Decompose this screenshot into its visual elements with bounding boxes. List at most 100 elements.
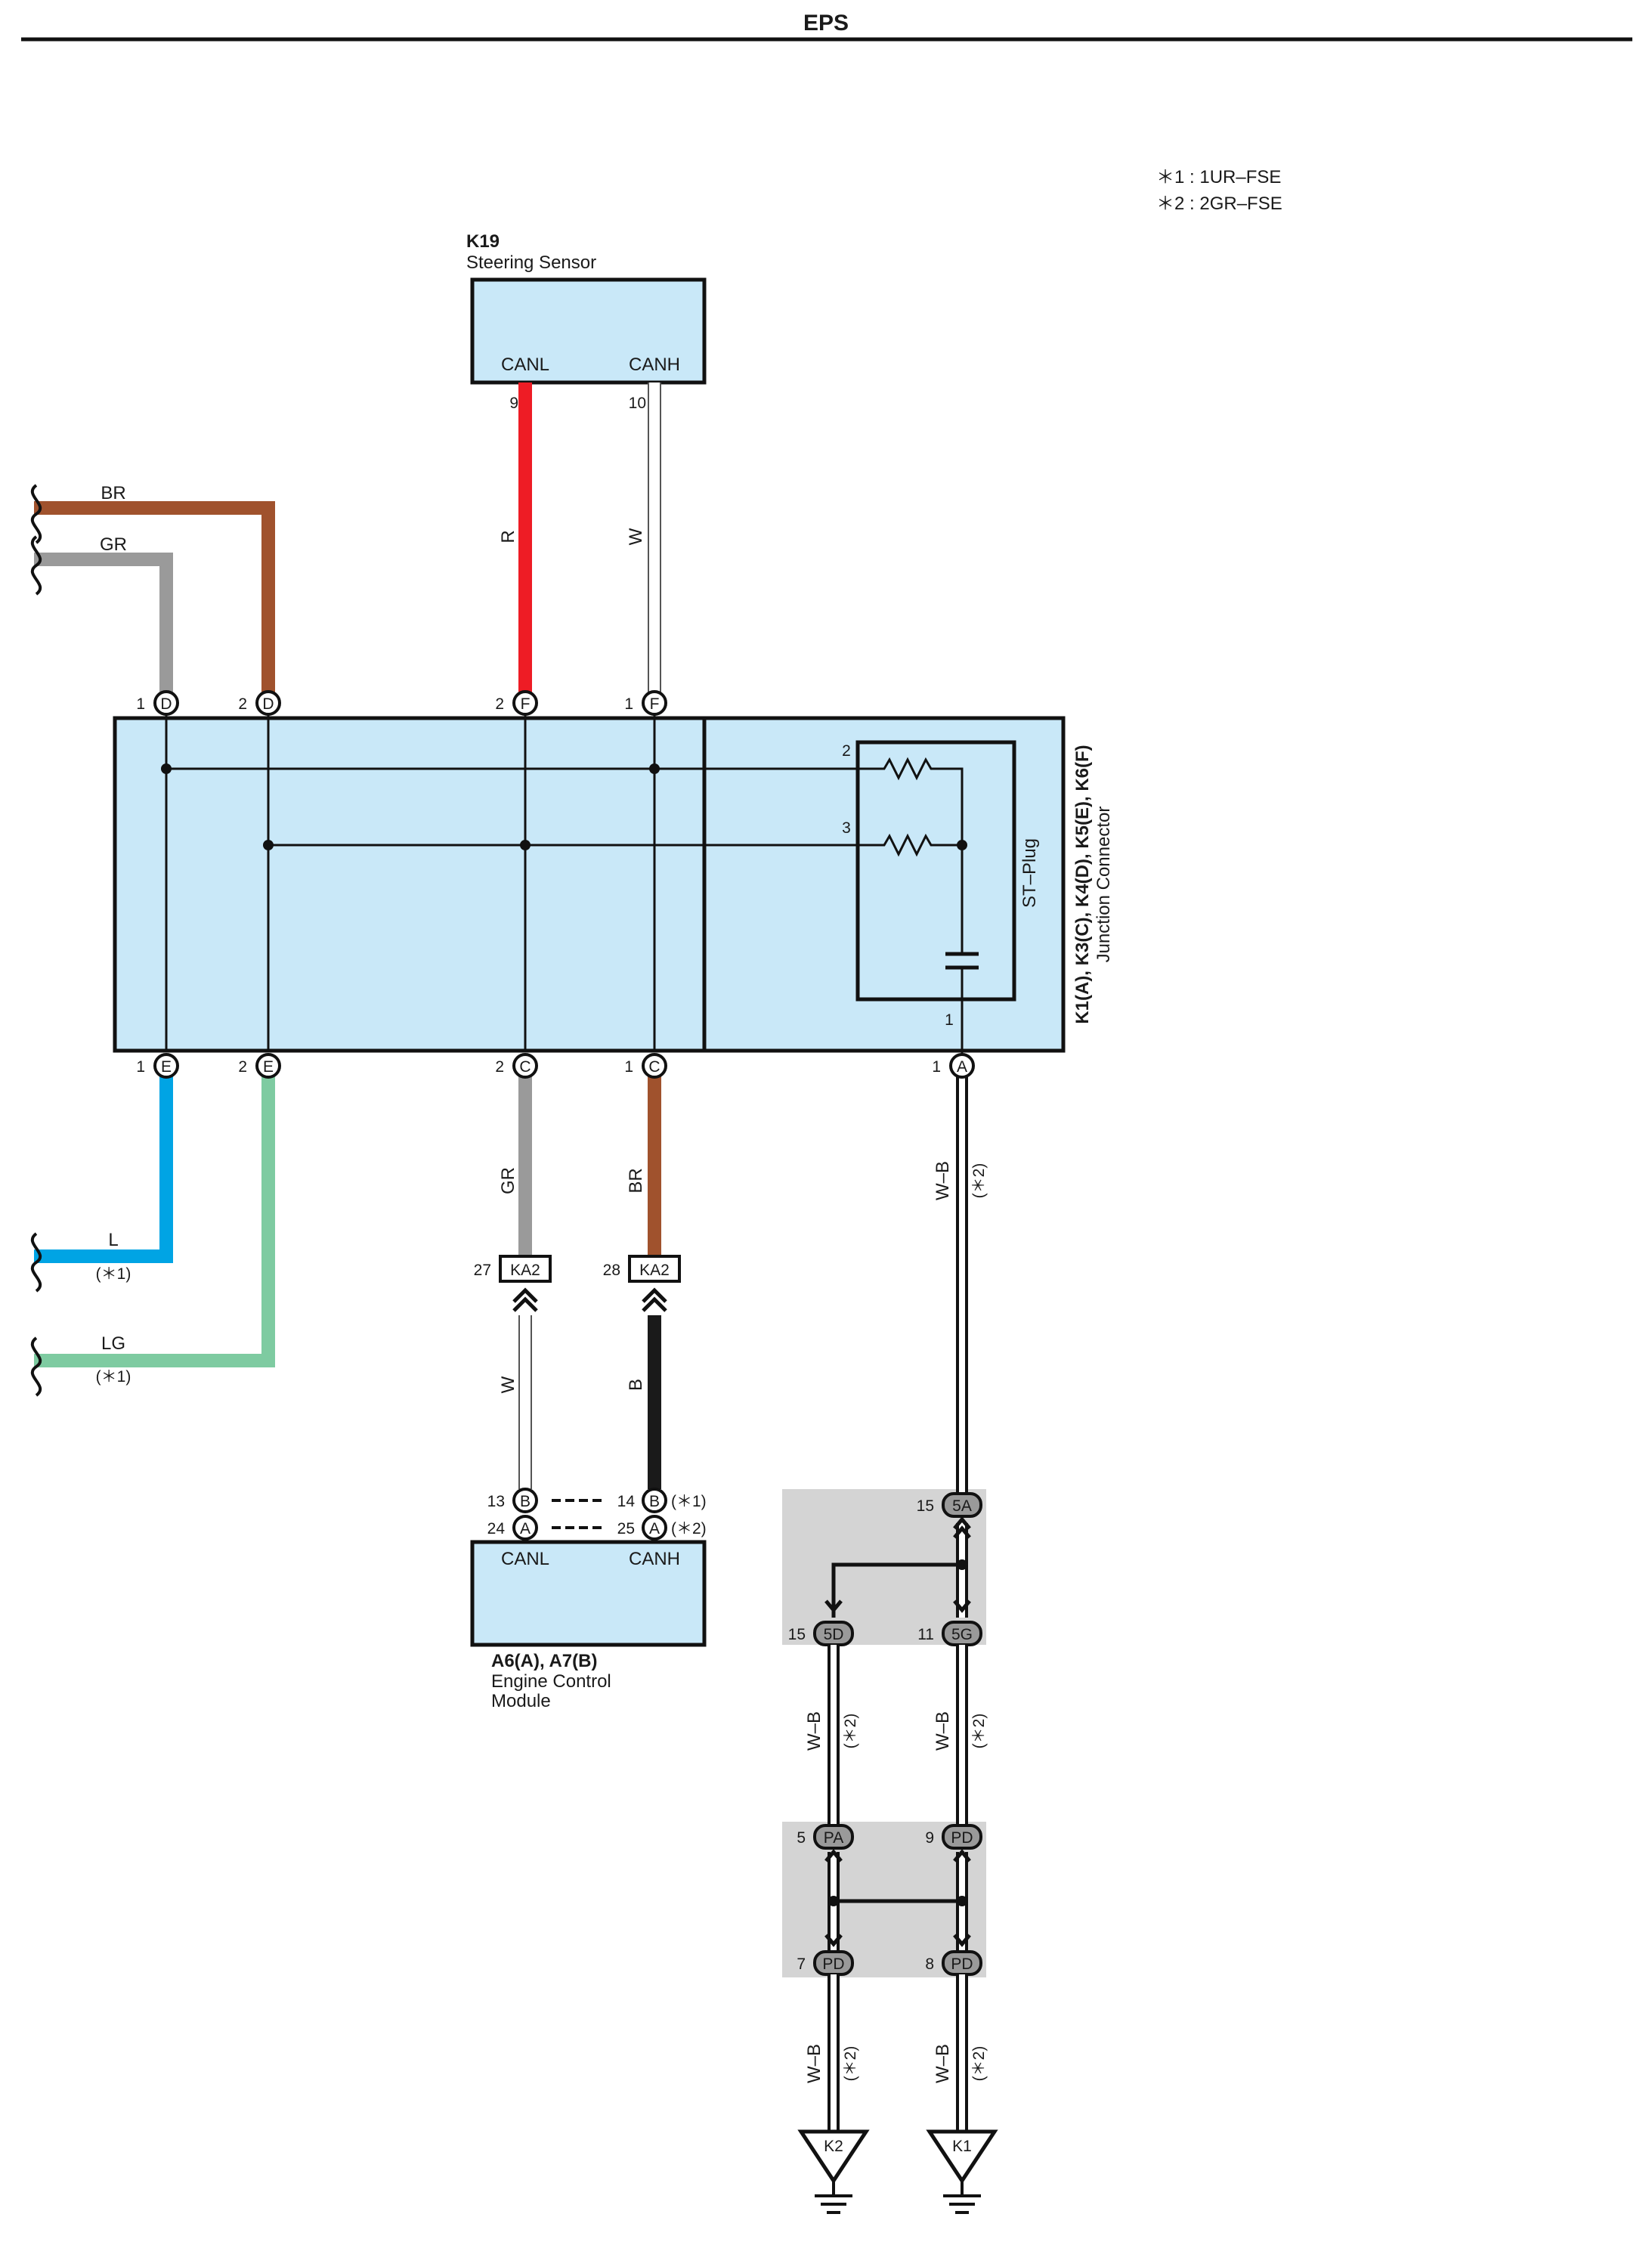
- svg-text:PA: PA: [824, 1829, 843, 1847]
- svg-text:F: F: [521, 695, 531, 713]
- connector-PD-9: PD 9: [925, 1824, 982, 1850]
- svg-text:8: 8: [925, 1955, 934, 1973]
- wire-label-gr-lower: GR: [498, 1167, 518, 1194]
- svg-text:13: 13: [487, 1493, 505, 1510]
- steering-sensor-canl: CANL: [501, 355, 549, 375]
- ecm-canh-label: CANH: [629, 1549, 680, 1569]
- svg-text:C: C: [648, 1058, 660, 1076]
- junction-internal-wiring: [165, 703, 964, 1054]
- ecm-box: [470, 1540, 707, 1647]
- top-pin-2D: D 2: [238, 690, 281, 716]
- wire-label-w-lower: W: [498, 1376, 518, 1393]
- capacitor: [945, 921, 979, 1005]
- steering-sensor-name: Steering Sensor: [466, 252, 596, 273]
- wire-br: [34, 501, 275, 695]
- wire-note-l: (＊1): [96, 1265, 131, 1283]
- ka2-connector-27: KA2 27: [474, 1255, 552, 1312]
- svg-text:B: B: [520, 1493, 531, 1510]
- ground-k2-icon: K2: [797, 2129, 870, 2214]
- svg-text:D: D: [160, 695, 172, 713]
- wire-note-lg: (＊1): [96, 1368, 131, 1386]
- wire-break-lg: [30, 1336, 42, 1397]
- wire-label-l: L: [108, 1230, 118, 1250]
- svg-text:2: 2: [238, 1058, 247, 1076]
- svg-text:K2: K2: [824, 2138, 843, 2155]
- svg-text:2: 2: [495, 1058, 504, 1076]
- st-plug-box: [855, 740, 1016, 1002]
- legend-line-2: ＊2 : 2GR–FSE: [1156, 194, 1282, 214]
- wire-note-wb-bot-left: (＊2): [842, 2046, 859, 2082]
- wire-label-wb-mid-right: W–B: [933, 1711, 953, 1751]
- wire-label-w: W: [626, 528, 646, 545]
- ground-k1-icon: K1: [926, 2129, 998, 2214]
- wire-label-br-lower: BR: [626, 1168, 646, 1193]
- svg-text:7: 7: [797, 1955, 806, 1973]
- connector-5D: 5D 15: [788, 1621, 854, 1646]
- resistor-2: [858, 757, 964, 921]
- joint-lower-wiring: [824, 1849, 971, 1950]
- junction-connector-box: [113, 716, 1066, 1053]
- svg-text:A: A: [957, 1058, 967, 1076]
- ecm-name-2: Module: [491, 1691, 551, 1711]
- top-pin-1D: D 1: [136, 690, 179, 716]
- wire-break-br: [30, 484, 42, 544]
- connector-PA: PA 5: [797, 1824, 854, 1850]
- wire-lg: [34, 1066, 275, 1367]
- junction-connector-name: Junction Connector: [1094, 807, 1114, 963]
- ecm-codes: A6(A), A7(B): [491, 1651, 597, 1671]
- svg-text:KA2: KA2: [510, 1262, 540, 1279]
- ground-wires-middle: [828, 1645, 968, 1825]
- steering-sensor-canh-pin: 10: [629, 395, 646, 412]
- joint-upper-wiring: [824, 1516, 971, 1618]
- junction-connector-codes: K1(A), K3(C), K4(D), K5(E), K6(F): [1072, 745, 1093, 1023]
- wire-note-wb-bot-right: (＊2): [970, 2046, 988, 2082]
- bottom-pin-2C: C 2: [495, 1053, 538, 1079]
- bottom-pin-2E: E 2: [238, 1053, 281, 1079]
- svg-text:5D: 5D: [824, 1626, 844, 1643]
- svg-text:KA2: KA2: [639, 1262, 670, 1279]
- wire-label-wb-mid-left: W–B: [804, 1711, 824, 1751]
- steering-sensor-code: K19: [466, 231, 500, 252]
- top-pin-1F: F 1: [624, 690, 667, 716]
- svg-text:PD: PD: [951, 1829, 973, 1847]
- svg-text:(＊1): (＊1): [671, 1493, 707, 1510]
- legend-line-1: ＊1 : 1UR–FSE: [1156, 167, 1281, 187]
- svg-text:C: C: [519, 1058, 531, 1076]
- svg-text:1: 1: [136, 695, 145, 713]
- connector-PD-7: PD 7: [797, 1950, 854, 1976]
- svg-text:11: 11: [917, 1626, 934, 1643]
- resistor-3: [858, 833, 962, 857]
- page-title: EPS: [803, 11, 849, 36]
- top-pin-2F: F 2: [495, 690, 538, 716]
- svg-text:2: 2: [238, 695, 247, 713]
- svg-text:A: A: [649, 1520, 660, 1537]
- st-plug-label: ST–Plug: [1019, 838, 1040, 908]
- wire-label-wb-bot-left: W–B: [804, 2044, 824, 2083]
- wire-label-lg: LG: [101, 1333, 125, 1354]
- wire-l: [34, 1066, 173, 1263]
- svg-text:5A: 5A: [952, 1497, 972, 1515]
- wire-label-wb-main: W–B: [933, 1161, 953, 1200]
- svg-text:PD: PD: [951, 1955, 973, 1973]
- svg-text:1: 1: [932, 1058, 941, 1076]
- wire-note-wb-main: (＊2): [970, 1163, 988, 1199]
- ecm-name-1: Engine Control: [491, 1671, 611, 1692]
- wire-gr-top: [34, 553, 173, 695]
- svg-text:15: 15: [917, 1497, 934, 1515]
- bottom-pin-1C: C 1: [624, 1053, 667, 1079]
- wire-label-br: BR: [101, 483, 125, 503]
- steering-sensor-canl-pin: 9: [509, 395, 518, 412]
- ecm-pin-row-2: A 24 A 25 (＊2): [487, 1515, 707, 1541]
- svg-text:27: 27: [474, 1262, 491, 1279]
- svg-text:1: 1: [136, 1058, 145, 1076]
- svg-text:1: 1: [624, 1058, 633, 1076]
- wire-note-wb-mid-right: (＊2): [970, 1714, 988, 1749]
- junction-dots: [161, 763, 967, 850]
- wire-break-gr: [30, 535, 42, 596]
- wire-break-l: [30, 1232, 42, 1293]
- svg-text:A: A: [520, 1520, 531, 1537]
- connector-PD-8: PD 8: [925, 1950, 982, 1976]
- svg-text:1: 1: [624, 695, 633, 713]
- ka2-connector-28: KA2 28: [603, 1255, 681, 1312]
